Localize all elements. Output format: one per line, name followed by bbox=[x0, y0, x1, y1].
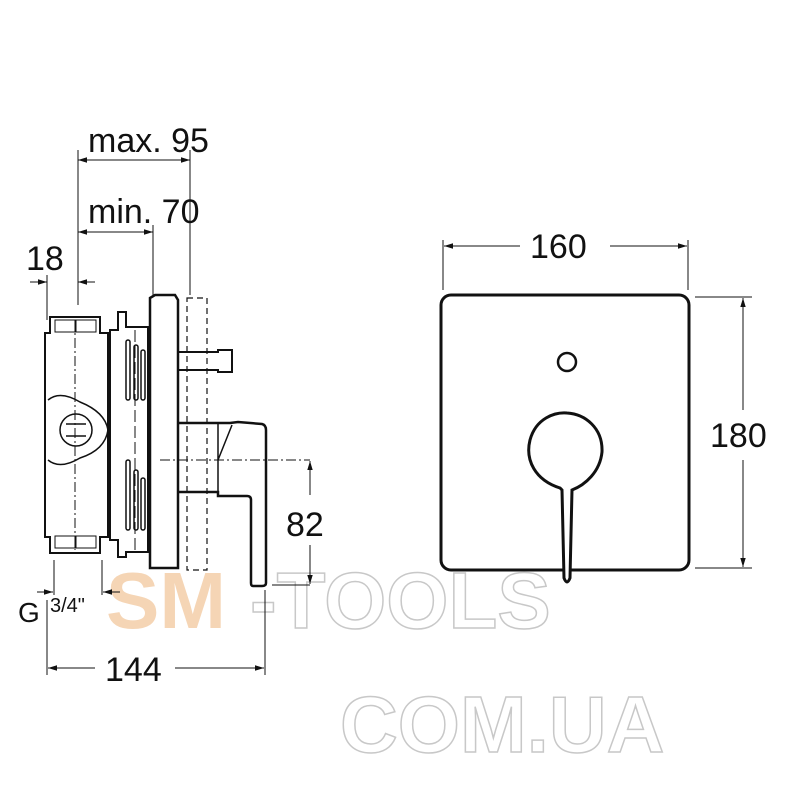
wall-outline bbox=[186, 297, 208, 571]
front-view bbox=[439, 240, 752, 584]
side-view bbox=[30, 150, 313, 675]
dim-width-label: 144 bbox=[105, 651, 162, 689]
watermark-comua: COM.UA bbox=[340, 680, 664, 769]
diverter-knob bbox=[556, 351, 578, 373]
watermark-sm: SM bbox=[106, 556, 226, 645]
lever-handle bbox=[178, 420, 268, 588]
front-width-label: 160 bbox=[530, 228, 587, 266]
front-lever bbox=[527, 411, 604, 584]
cover-plate bbox=[148, 293, 180, 570]
thread-size-label: 3/4" bbox=[50, 595, 85, 617]
thread-label: G bbox=[18, 597, 40, 628]
dim-min-label: min. 70 bbox=[88, 193, 200, 231]
dim-height-label: 82 bbox=[286, 506, 324, 544]
watermark: SM -TOOLS COM.UA bbox=[106, 555, 665, 770]
mounting-box bbox=[44, 316, 109, 554]
dim-depth-label: 18 bbox=[26, 240, 64, 278]
valve-port bbox=[59, 413, 93, 447]
dim-max-label: max. 95 bbox=[88, 122, 209, 160]
front-height-label: 180 bbox=[710, 417, 767, 455]
diverter-pin bbox=[178, 349, 233, 373]
